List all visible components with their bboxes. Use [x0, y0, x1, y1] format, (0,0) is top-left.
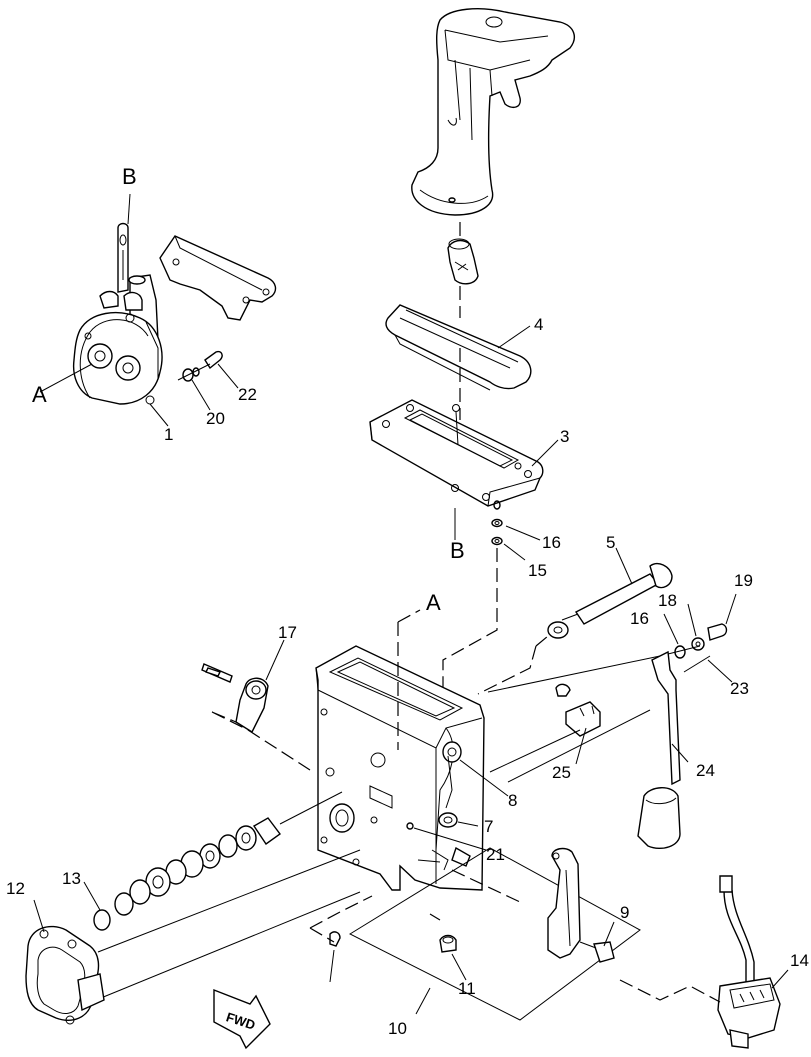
callout-5: 5 — [606, 533, 615, 552]
callout-18: 18 — [658, 591, 677, 610]
callout-25: 25 — [552, 763, 571, 782]
callout-1: 1 — [164, 425, 173, 444]
lever-part-24 — [637, 650, 711, 850]
callout-14: 14 — [790, 951, 809, 970]
fasteners-16-18-19 — [487, 623, 728, 697]
callout-16-upper: 16 — [542, 533, 561, 552]
mounting-bracket — [159, 235, 277, 321]
callout-4: 4 — [534, 315, 543, 334]
callout-23: 23 — [730, 679, 749, 698]
washer-stack — [442, 500, 503, 718]
joystick-handle — [411, 8, 576, 216]
ref-b-top: B — [122, 164, 137, 189]
callout-9: 9 — [620, 903, 629, 922]
callout-17: 17 — [278, 623, 297, 642]
callout-11: 11 — [458, 979, 476, 998]
spacer-stack — [93, 791, 361, 1001]
connector-part-14 — [619, 875, 781, 1049]
callout-10: 10 — [388, 1019, 407, 1038]
callout-21: 21 — [486, 845, 505, 864]
callout-7: 7 — [484, 817, 493, 836]
main-housing — [315, 609, 485, 891]
callout-3: 3 — [560, 427, 569, 446]
ref-b-mid: B — [450, 538, 465, 563]
sensor-part-12 — [25, 925, 105, 1025]
bracket-part-9 — [547, 847, 615, 963]
ref-a-top: A — [426, 590, 441, 615]
callout-22: 22 — [238, 385, 257, 404]
slot-cover-part-4 — [385, 304, 532, 420]
block-part-25 — [489, 701, 651, 783]
fasteners-7-8-21 — [406, 741, 462, 830]
potentiometer-assembly — [72, 222, 163, 405]
bolt-part-5 — [477, 562, 673, 695]
plate-part-10 — [348, 847, 641, 1021]
callout-19: 19 — [734, 571, 753, 590]
forward-direction-arrow: FWD — [213, 988, 271, 1050]
leader-lines — [33, 193, 789, 1015]
callout-16-lower: 16 — [630, 609, 649, 628]
small-fastener — [309, 895, 373, 947]
ref-a-left: A — [32, 382, 47, 407]
callout-15: 15 — [528, 561, 547, 580]
handle-shaft-boot — [447, 222, 479, 318]
base-plate-part-3 — [369, 399, 544, 507]
washer-and-bolt-20-22 — [177, 350, 223, 382]
callout-13: 13 — [62, 869, 81, 888]
lever-part-17 — [201, 663, 311, 771]
callout-20: 20 — [206, 409, 225, 428]
callout-12: 12 — [6, 879, 25, 898]
callout-24: 24 — [696, 761, 715, 780]
callout-8: 8 — [508, 791, 517, 810]
